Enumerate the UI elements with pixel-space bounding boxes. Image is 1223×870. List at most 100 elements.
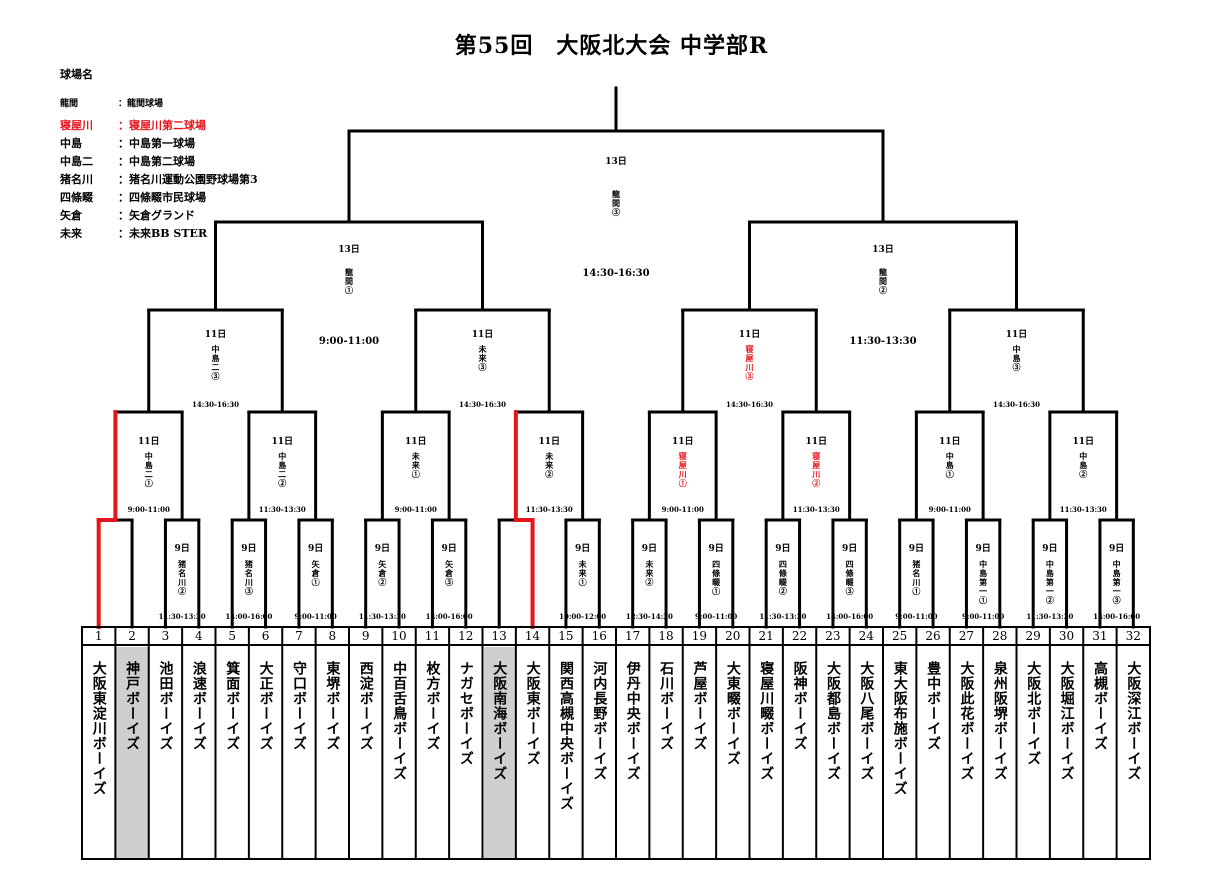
team-name: 伊丹中央ボーイズ (624, 661, 641, 781)
team-cell: 大阪堀江ボーイズ (1051, 647, 1082, 858)
team-number: 27 (958, 629, 975, 643)
team-cell: 池田ボーイズ (150, 647, 181, 858)
match-date: 9日 (708, 544, 724, 554)
match-venue: 四條畷② (778, 560, 789, 596)
legend-abbr: 四條畷 (60, 191, 93, 204)
match-date: 11日 (805, 437, 828, 447)
match-venue: 寝屋川③ (745, 345, 755, 381)
match-date: 11日 (404, 437, 427, 447)
match-venue: 猪名川② (177, 560, 188, 596)
team-cell: 寝屋川畷ボーイズ (751, 647, 782, 858)
match-venue: 中島① (945, 452, 956, 479)
team-number: 1 (94, 629, 103, 643)
match-venue: 中島第一③ (1112, 560, 1123, 605)
match-time: 11:30-13:30 (525, 505, 573, 514)
match-venue: 龍間③ (611, 190, 622, 217)
team-name: 寝屋川畷ボーイズ (758, 661, 775, 781)
match-date: 11日 (671, 437, 694, 447)
match-date: 9日 (574, 544, 591, 554)
match-time: 11:30-13:30 (1026, 612, 1074, 621)
team-number: 13 (491, 629, 507, 643)
match-venue: 猪名川① (911, 560, 922, 596)
match-venue: 未来② (544, 452, 555, 479)
team-number: 26 (925, 629, 941, 643)
legend-abbr: 猪名川 (60, 173, 93, 186)
match-venue: 寝屋川② (811, 452, 822, 488)
legend-venue-name: ：未来BB STER (118, 227, 208, 240)
match-time: 11:30-13:30 (158, 612, 206, 621)
match-date: 11日 (738, 330, 761, 340)
match-time: 11:30-13:30 (792, 505, 840, 514)
team-number: 9 (361, 629, 370, 643)
match-venue: 中島③ (1012, 345, 1022, 372)
match-date: 13日 (338, 245, 360, 255)
match-date: 9日 (174, 544, 190, 554)
team-number: 28 (992, 629, 1008, 643)
team-cell: 大阪南海ボーイズ (483, 647, 515, 858)
match-time: 9:00-11:00 (895, 612, 938, 621)
team-cell: 伊丹中央ボーイズ (617, 647, 648, 858)
team-number: 11 (424, 629, 441, 643)
match-time: 14:00-16:00 (826, 612, 874, 621)
match-date: 11日 (471, 330, 494, 340)
team-cell: 大阪八尾ボーイズ (851, 647, 882, 858)
match-time: 14:30-16:30 (458, 400, 507, 409)
team-name: 関西高槻中央ボーイズ (557, 661, 574, 811)
match-venue: 未来② (644, 560, 655, 587)
team-number: 19 (691, 629, 708, 643)
legend-header: 球場名 (60, 68, 93, 81)
team-cell: 神戸ボーイズ (116, 647, 148, 858)
team-number: 21 (758, 629, 774, 643)
match-time: 14:00-16:00 (425, 612, 473, 621)
match-venue: 中島② (1078, 452, 1089, 479)
legend-abbr: 龍間 (60, 99, 79, 109)
team-name: 大阪深江ボーイズ (1125, 661, 1142, 781)
team-name: 大阪東ボーイズ (524, 661, 541, 766)
team-name: 大阪八尾ボーイズ (858, 661, 875, 781)
team-cell: 大阪東淀川ボーイズ (83, 647, 114, 858)
team-number: 12 (458, 629, 474, 643)
team-number: 29 (1025, 629, 1041, 643)
match-date: 13日 (872, 245, 894, 255)
team-cell: 浪速ボーイズ (183, 647, 214, 858)
match-time: 11:30-13:30 (849, 336, 917, 347)
match-date: 9日 (775, 544, 791, 554)
team-number: 5 (228, 629, 236, 643)
match-time: 11:30-13:30 (1059, 505, 1107, 514)
team-number: 32 (1125, 629, 1141, 643)
team-cell: ナガセボーイズ (450, 647, 481, 858)
team-name: 浪速ボーイズ (190, 661, 207, 751)
team-name: 守口ボーイズ (290, 661, 307, 751)
team-number: 6 (261, 629, 270, 643)
legend-abbr: 中島 (60, 137, 82, 150)
team-cell: 関西高槻中央ボーイズ (550, 647, 581, 858)
match-venue: 中島二① (144, 452, 155, 488)
match-venue: 中島二③ (211, 345, 221, 381)
match-time: 14:30-16:30 (992, 400, 1041, 409)
legend-venue-name: ：寝屋川第二球場 (118, 119, 206, 132)
team-cell: 泉州阪堺ボーイズ (984, 647, 1015, 858)
match-venue: 中島第一② (1045, 560, 1056, 605)
team-name: 東堺ボーイズ (324, 661, 341, 751)
team-cell: 大阪北ボーイズ (1018, 647, 1049, 858)
match-time: 9:00-11:00 (928, 505, 971, 514)
match-venue: 龍間② (878, 268, 889, 295)
team-cell: 大阪深江ボーイズ (1118, 647, 1149, 858)
match-time: 11:30-13:30 (358, 612, 406, 621)
team-cell: 大東畷ボーイズ (717, 647, 748, 858)
team-name: 大阪堀江ボーイズ (1058, 661, 1075, 781)
match-date: 9日 (1108, 544, 1125, 554)
team-number: 8 (328, 629, 337, 643)
match-venue: 未来① (411, 452, 422, 479)
team-number: 24 (858, 629, 874, 643)
match-date: 9日 (441, 544, 457, 554)
team-name: 中百舌鳥ボーイズ (391, 661, 408, 781)
team-cell: 石川ボーイズ (650, 647, 681, 858)
match-date: 9日 (975, 544, 991, 554)
team-cell: 東堺ボーイズ (317, 647, 348, 858)
team-number: 25 (892, 629, 908, 643)
team-number: 10 (391, 629, 407, 643)
team-number: 7 (295, 629, 303, 643)
team-number: 2 (128, 629, 136, 643)
